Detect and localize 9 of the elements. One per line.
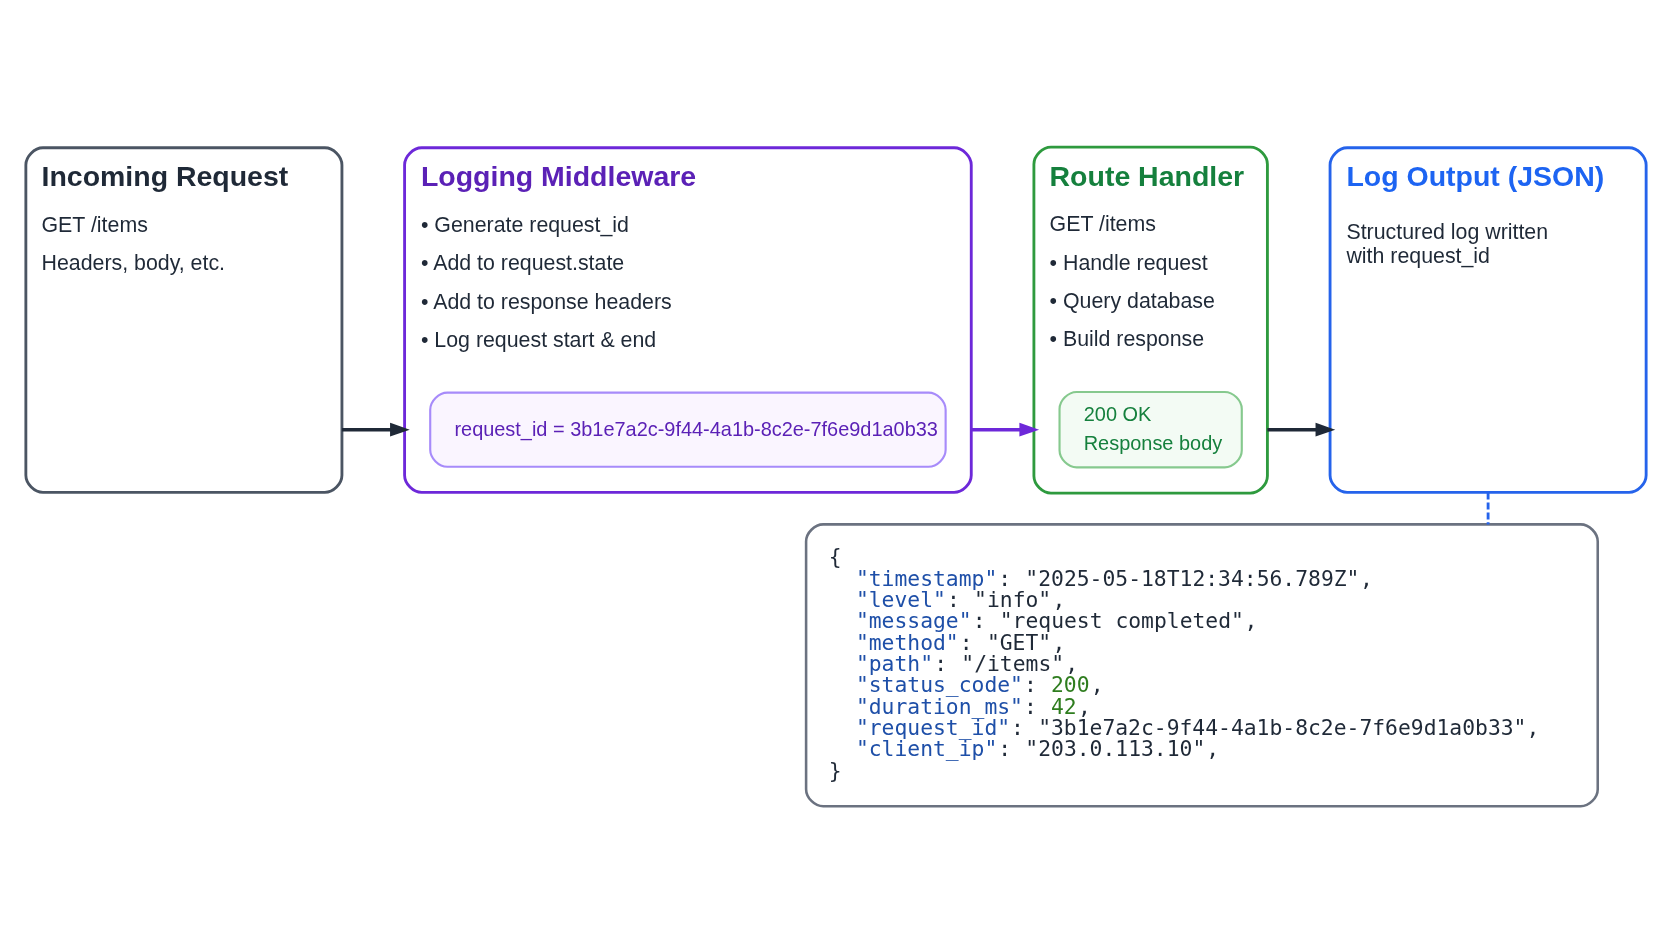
arrow (1267, 422, 1336, 437)
node-box: Log Output (JSON) Structured log written with request_id (1328, 145, 1648, 494)
node-box: Incoming Request GET /items Headers, body, etc. (24, 145, 344, 494)
node-box: request_id = 3b1e7a2c-9f44-4a1b-8c2e-7f6e9d1a0b33 (429, 391, 947, 468)
node-box: 200 OK Response body (1058, 390, 1243, 468)
connector (1486, 491, 1490, 524)
arrow (971, 422, 1040, 437)
node-box: { "timestamp": "2025-05-18T12:34:56.789Z", "level": "info", "message": "request completed", "method": "GET", "path": "/items", "status_code": 200, "duration_ms": 42, "request_id": "3b1e7a2c-9f44-4a1b-8c2e-7f6e9d1a0b33", "client_ip": "203.0.113.10", } (804, 522, 1599, 808)
arrow (341, 422, 410, 437)
